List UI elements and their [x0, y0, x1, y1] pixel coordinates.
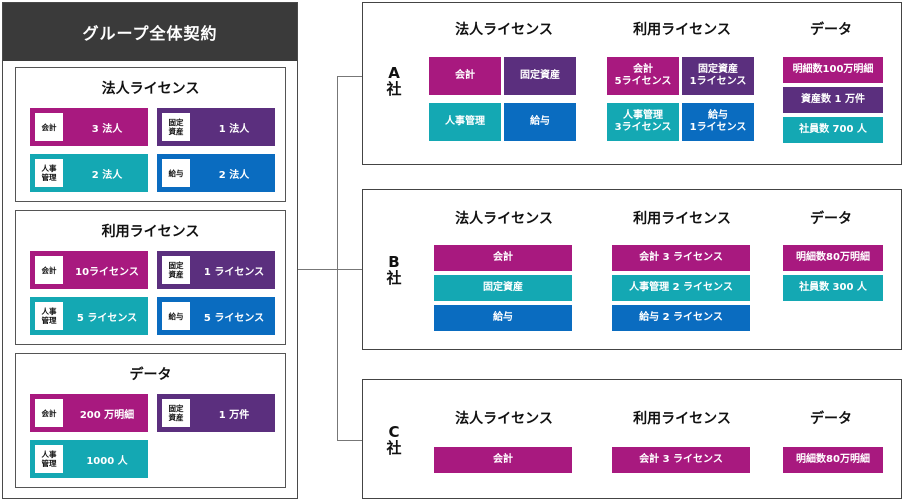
- item-label: 人事 管理: [35, 445, 63, 473]
- company-b-name: B 社: [386, 253, 402, 287]
- company-c-corporate-tile: 会計: [434, 447, 572, 473]
- company-a-usage-tile: 人事管理 3ライセンス: [607, 103, 679, 141]
- item-value: 1 万件: [218, 409, 250, 421]
- company-c-data-header: データ: [810, 411, 852, 427]
- item-value: 5 ライセンス: [76, 312, 138, 324]
- company-c-corporate-header: 法人ライセンス: [455, 411, 553, 427]
- company-c-data-tile: 明細数80万明細: [783, 447, 883, 473]
- group-corporate-item: 固定 資産 1 法人: [157, 108, 275, 146]
- item-value: 10ライセンス: [75, 266, 139, 278]
- item-value: 5 ライセンス: [203, 312, 265, 324]
- company-c-usage-header: 利用ライセンス: [633, 411, 731, 427]
- group-usage-title: 利用ライセンス: [101, 224, 200, 240]
- company-b-corporate-tile: 会計: [434, 245, 572, 271]
- company-a-corporate-tile: 会計: [429, 57, 501, 95]
- item-value: 200 万明細: [79, 409, 135, 421]
- item-label: 固定 資産: [162, 113, 190, 141]
- company-a-corporate-tile: 固定資産: [504, 57, 576, 95]
- company-a-data-tile: 資産数 1 万件: [783, 87, 883, 113]
- group-usage-panel: 利用ライセンス 会計 10ライセンス 固定 資産 1 ライセンス 人事 管理 5…: [15, 210, 286, 345]
- group-corporate-item: 会計 3 法人: [30, 108, 148, 146]
- company-b-usage-tile: 給与 2 ライセンス: [612, 305, 750, 331]
- item-value: 1 ライセンス: [203, 266, 265, 278]
- connector-trunk: [298, 269, 338, 270]
- company-a-name: A 社: [386, 64, 402, 98]
- group-usage-item: 給与 5 ライセンス: [157, 297, 275, 335]
- group-corporate-title: 法人ライセンス: [101, 81, 200, 97]
- connector-b: [337, 269, 362, 270]
- group-corporate-panel: 法人ライセンス 会計 3 法人 固定 資産 1 法人 人事 管理 2 法人 給与…: [15, 67, 286, 202]
- company-a-usage-tile: 給与 1ライセンス: [682, 103, 754, 141]
- item-label: 固定 資産: [162, 256, 190, 284]
- company-a-corporate-header: 法人ライセンス: [455, 22, 553, 38]
- company-b-usage-tile: 会計 3 ライセンス: [612, 245, 750, 271]
- company-a-corporate-tile: 人事管理: [429, 103, 501, 141]
- item-label: 会計: [35, 399, 63, 427]
- company-b-corporate-header: 法人ライセンス: [455, 211, 553, 227]
- item-value: 2 法人: [218, 169, 250, 181]
- company-b-corporate-tile: 給与: [434, 305, 572, 331]
- group-data-item: 人事 管理 1000 人: [30, 440, 148, 478]
- company-b-usage-header: 利用ライセンス: [633, 211, 731, 227]
- company-b-data-tile: 明細数80万明細: [783, 245, 883, 271]
- company-b-corporate-tile: 固定資産: [434, 275, 572, 301]
- group-data-title: データ: [129, 367, 172, 383]
- company-a-usage-tile: 会計 5ライセンス: [607, 57, 679, 95]
- company-a-data-header: データ: [810, 22, 852, 38]
- item-label: 会計: [35, 113, 63, 141]
- company-a-usage-tile: 固定資産 1ライセンス: [682, 57, 754, 95]
- connector-vertical: [337, 76, 338, 440]
- group-usage-item: 人事 管理 5 ライセンス: [30, 297, 148, 335]
- company-c-panel: C 社 法人ライセンス 利用ライセンス データ 会計 会計 3 ライセンス 明細…: [362, 379, 902, 499]
- group-contract-panel: グループ全体契約 法人ライセンス 会計 3 法人 固定 資産 1 法人 人事 管…: [2, 2, 298, 499]
- company-b-data-header: データ: [810, 211, 852, 227]
- item-label: 給与: [162, 302, 190, 330]
- item-label: 人事 管理: [35, 302, 63, 330]
- company-b-data-tile: 社員数 300 人: [783, 275, 883, 301]
- item-value: 3 法人: [91, 123, 123, 135]
- group-title: グループ全体契約: [3, 3, 297, 61]
- item-value: 2 法人: [91, 169, 123, 181]
- group-corporate-item: 人事 管理 2 法人: [30, 154, 148, 192]
- company-c-usage-tile: 会計 3 ライセンス: [612, 447, 750, 473]
- company-c-name: C 社: [386, 423, 402, 457]
- group-usage-item: 固定 資産 1 ライセンス: [157, 251, 275, 289]
- connector-a: [337, 76, 362, 77]
- company-a-usage-header: 利用ライセンス: [633, 22, 731, 38]
- company-a-data-tile: 明細数100万明細: [783, 57, 883, 83]
- item-label: 給与: [162, 159, 190, 187]
- group-corporate-item: 給与 2 法人: [157, 154, 275, 192]
- group-usage-item: 会計 10ライセンス: [30, 251, 148, 289]
- company-a-panel: A 社 法人ライセンス 利用ライセンス データ 会計 固定資産 人事管理 給与 …: [362, 2, 902, 165]
- company-a-data-tile: 社員数 700 人: [783, 117, 883, 143]
- company-b-usage-tile: 人事管理 2 ライセンス: [612, 275, 750, 301]
- item-label: 固定 資産: [162, 399, 190, 427]
- group-data-item: 会計 200 万明細: [30, 394, 148, 432]
- item-label: 会計: [35, 256, 63, 284]
- item-value: 1 法人: [218, 123, 250, 135]
- group-data-panel: データ 会計 200 万明細 固定 資産 1 万件 人事 管理 1000 人: [15, 353, 286, 488]
- item-value: 1000 人: [86, 455, 128, 467]
- item-label: 人事 管理: [35, 159, 63, 187]
- connector-c: [337, 440, 362, 441]
- company-b-panel: B 社 法人ライセンス 利用ライセンス データ 会計 固定資産 給与 会計 3 …: [362, 189, 902, 350]
- group-data-item: 固定 資産 1 万件: [157, 394, 275, 432]
- company-a-corporate-tile: 給与: [504, 103, 576, 141]
